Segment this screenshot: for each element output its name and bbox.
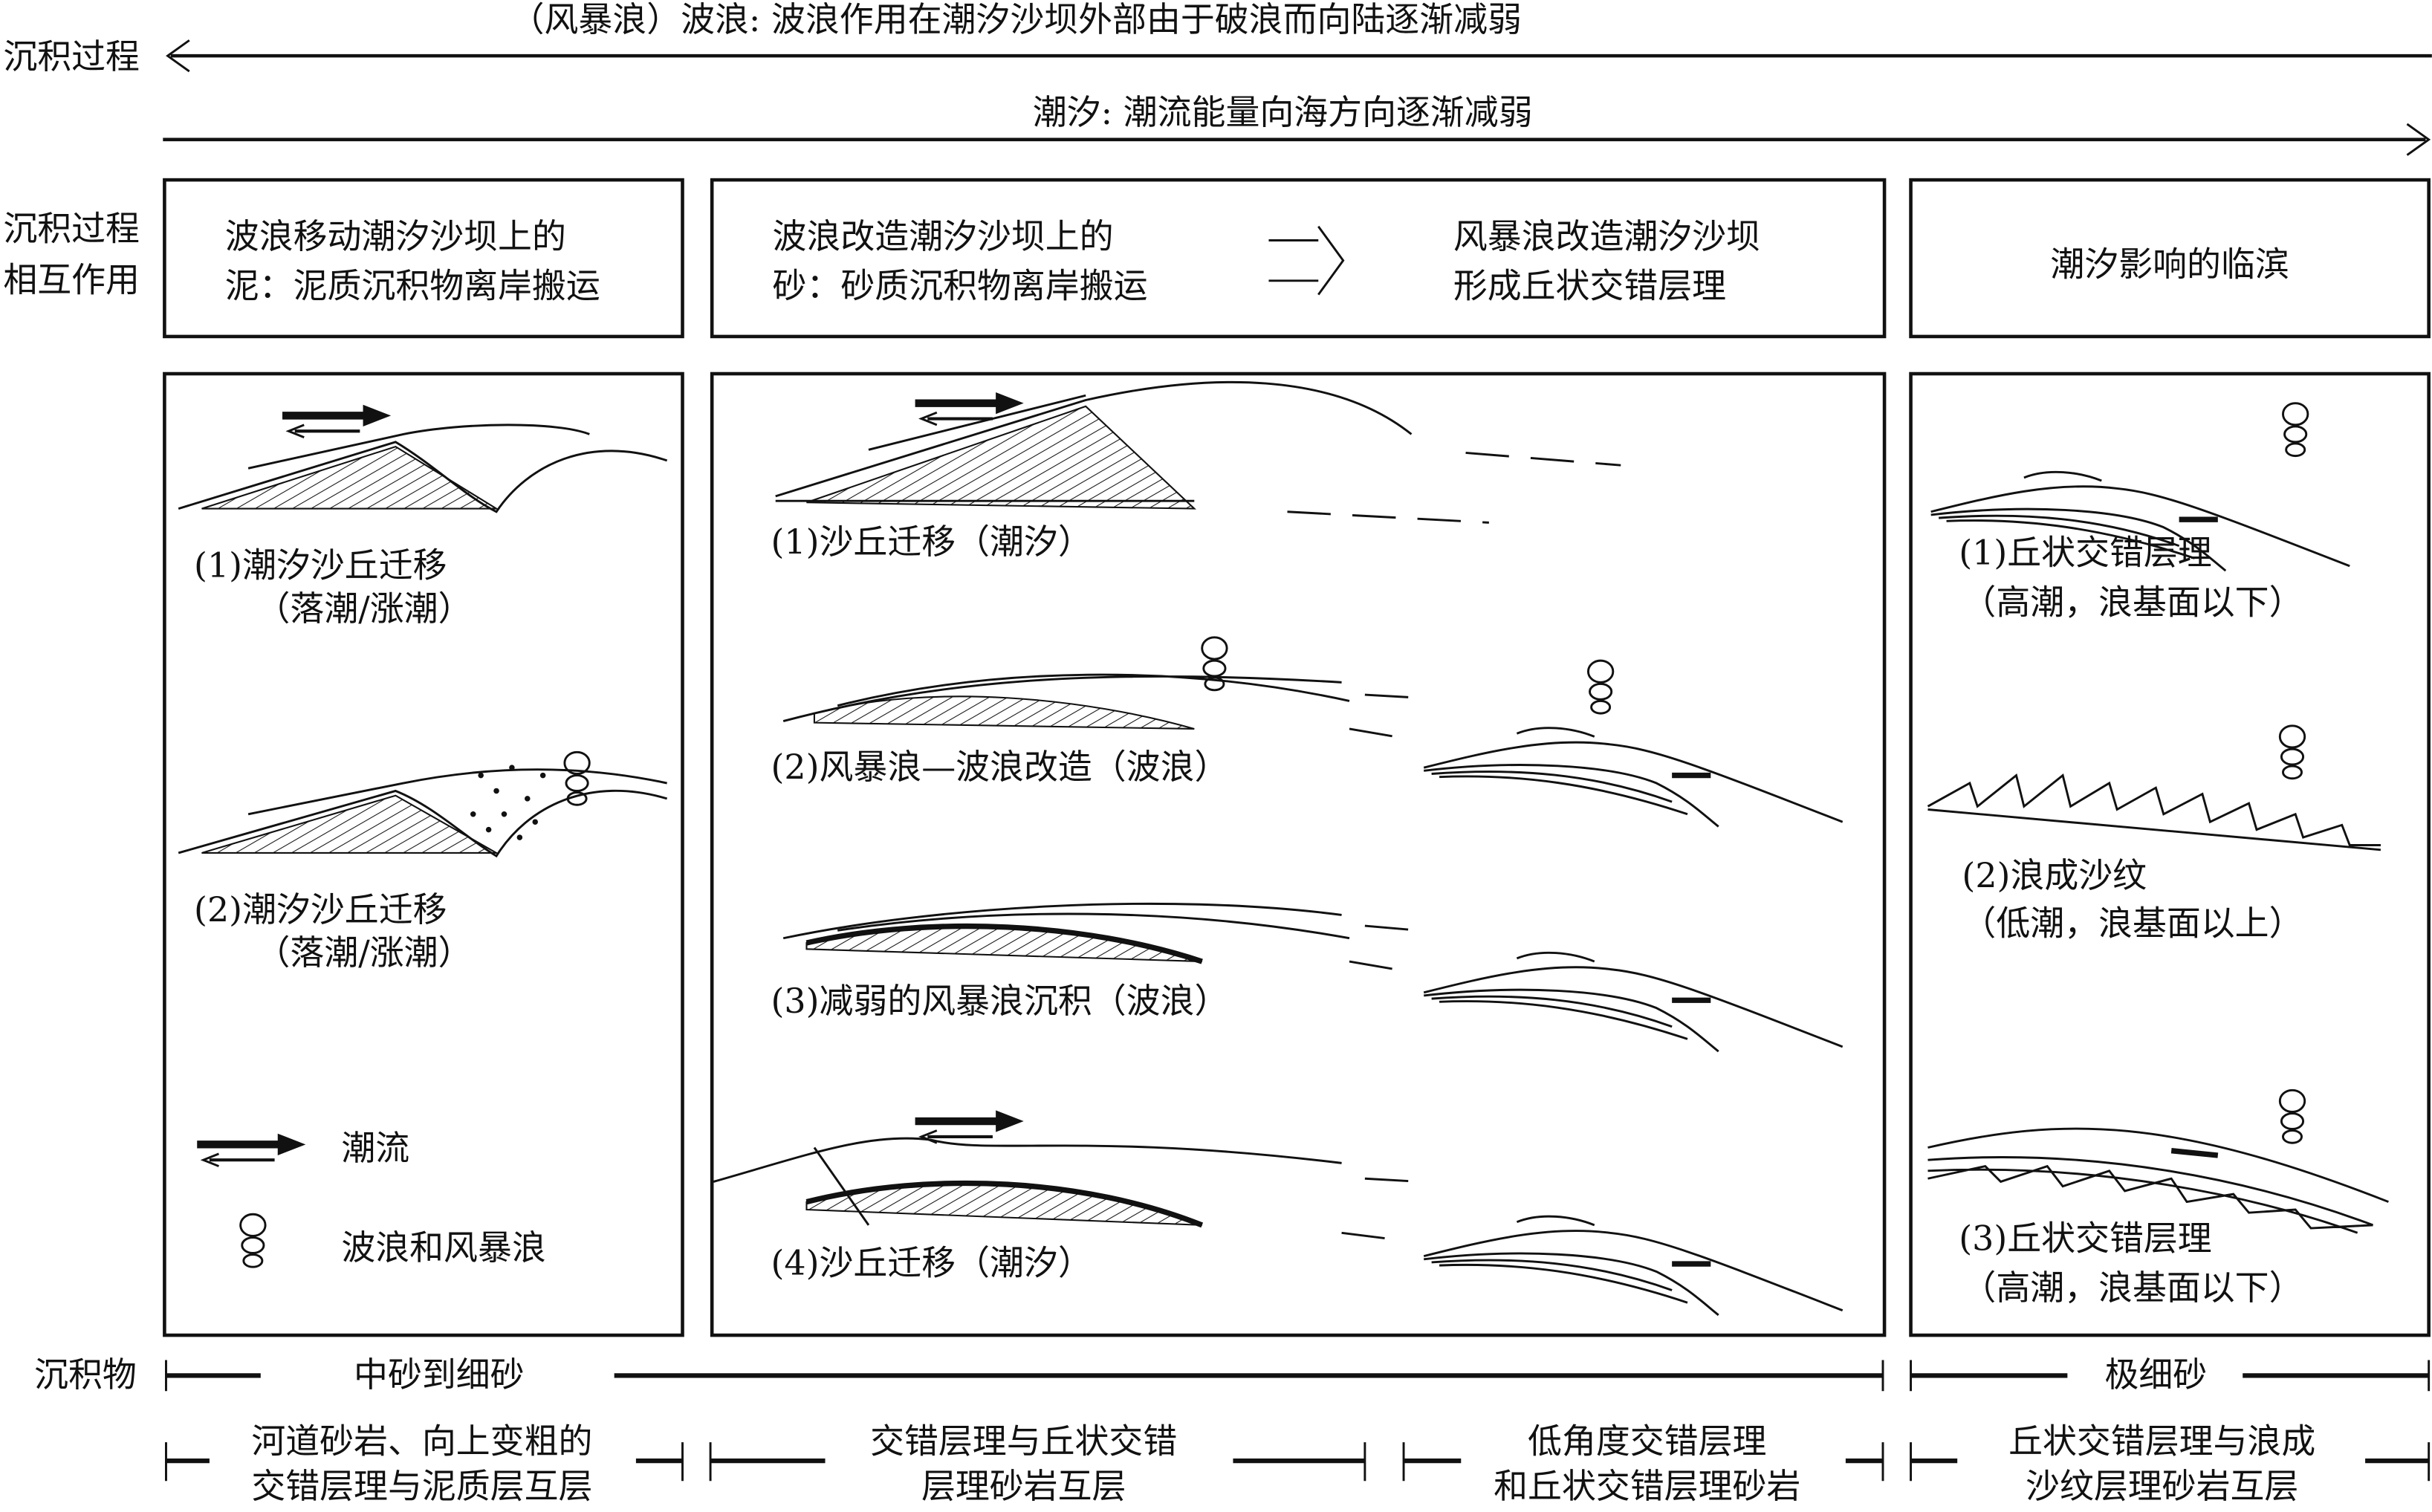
interaction-box-3 (1909, 178, 2431, 339)
wave-ripple-sketch (1927, 724, 2381, 851)
facies-range-lines (165, 1442, 2431, 1482)
p3-s1-line2: （高潮，浪基面以下） (1962, 583, 2303, 623)
box2b-line2: 形成丘状交错层理 (1453, 266, 1726, 306)
legend-wave-label: 波浪和风暴浪 (341, 1227, 545, 1268)
interaction-box-1 (163, 178, 684, 339)
dune-sketch-1 (178, 405, 668, 513)
arrow-right-icon (2406, 123, 2431, 156)
facies-4-line2: 沙纹层理砂岩互层 (2026, 1466, 2298, 1506)
sediment-left: 中砂到细砂 (354, 1354, 525, 1395)
box2a-line1: 波浪改造潮汐沙坝上的 (773, 216, 1114, 256)
waning-storm-sketch (782, 902, 1843, 1051)
sediment-right: 极细砂 (2104, 1354, 2207, 1395)
arrow-left-icon (166, 39, 190, 73)
legend-tide-label: 潮流 (341, 1128, 409, 1168)
hcs-sketch-3 (1927, 1088, 2389, 1234)
tide-process-label: 潮汐: 潮流能量向海方向逐渐减弱 (1033, 92, 1533, 132)
panel-3 (1909, 371, 2431, 1337)
p2-s4: (4)沙丘迁移（潮汐） (771, 1243, 1092, 1283)
p2-s2: (2)风暴浪—波浪改造（波浪） (771, 747, 1228, 787)
interaction-box-2 (710, 178, 1887, 339)
panel-2 (710, 371, 1887, 1337)
p1-s1-line2: （落潮/涨潮） (256, 588, 473, 629)
box2a-line2: 砂：砂质沉积物离岸搬运 (773, 266, 1148, 306)
facies-2-line2: 层理砂岩互层 (921, 1466, 1126, 1506)
storm-reworking-sketch (782, 636, 1843, 827)
facies-1-line2: 交错层理与泥质层互层 (251, 1466, 592, 1506)
row-label-interaction-1: 沉积过程 (3, 209, 140, 249)
p2-s3: (3)减弱的风暴浪沉积（波浪） (771, 981, 1228, 1021)
wave-process-label: （风暴浪）波浪: 波浪作用在潮汐沙坝外部由于破浪而向陆逐渐减弱 (510, 0, 1522, 39)
box2b-line1: 风暴浪改造潮汐沙坝 (1453, 216, 1760, 256)
p3-s1-line1: (1)丘状交错层理 (1959, 533, 2211, 573)
facies-3-line1: 低角度交错层理 (1528, 1421, 1766, 1461)
p3-s3-line1: (3)丘状交错层理 (1959, 1218, 2211, 1258)
p2-s1: (1)沙丘迁移（潮汐） (771, 522, 1092, 562)
facies-2-line1: 交错层理与丘状交错 (870, 1421, 1177, 1461)
dune-migration-sketch-4 (713, 1110, 1842, 1315)
facies-4-line1: 丘状交错层理与浪成 (2008, 1421, 2315, 1461)
double-arrow-icon (1268, 225, 1345, 296)
dune-migration-sketch (775, 380, 1621, 524)
panel-1 (163, 371, 684, 1337)
dune-sketch-2 (178, 750, 668, 858)
sediment-range-lines (165, 1360, 2431, 1392)
facies-3-line2: 和丘状交错层理砂岩 (1494, 1466, 1800, 1506)
box3-label: 潮汐影响的临滨 (2050, 244, 2289, 285)
p1-s2-line1: (2)潮汐沙丘迁移 (194, 889, 447, 929)
row-label-process: 沉积过程 (3, 36, 140, 77)
p3-s3-line2: （高潮，浪基面以下） (1962, 1268, 2303, 1308)
row-label-interaction-2: 相互作用 (3, 259, 140, 299)
facies-1-line1: 河道砂岩、向上变粗的 (251, 1421, 592, 1461)
p3-s2-line1: (2)浪成沙纹 (1962, 855, 2147, 895)
p1-s1-line1: (1)潮汐沙丘迁移 (194, 545, 447, 585)
p1-s2-line2: （落潮/涨潮） (256, 932, 473, 973)
p3-s2-line2: （低潮，浪基面以上） (1962, 903, 2303, 944)
row-label-sediment: 沉积物 (34, 1354, 137, 1395)
suspended-mud-dots (470, 765, 546, 840)
box1-line2: 泥：泥质沉积物离岸搬运 (225, 266, 600, 306)
box1-line1: 波浪移动潮汐沙坝上的 (225, 216, 566, 256)
